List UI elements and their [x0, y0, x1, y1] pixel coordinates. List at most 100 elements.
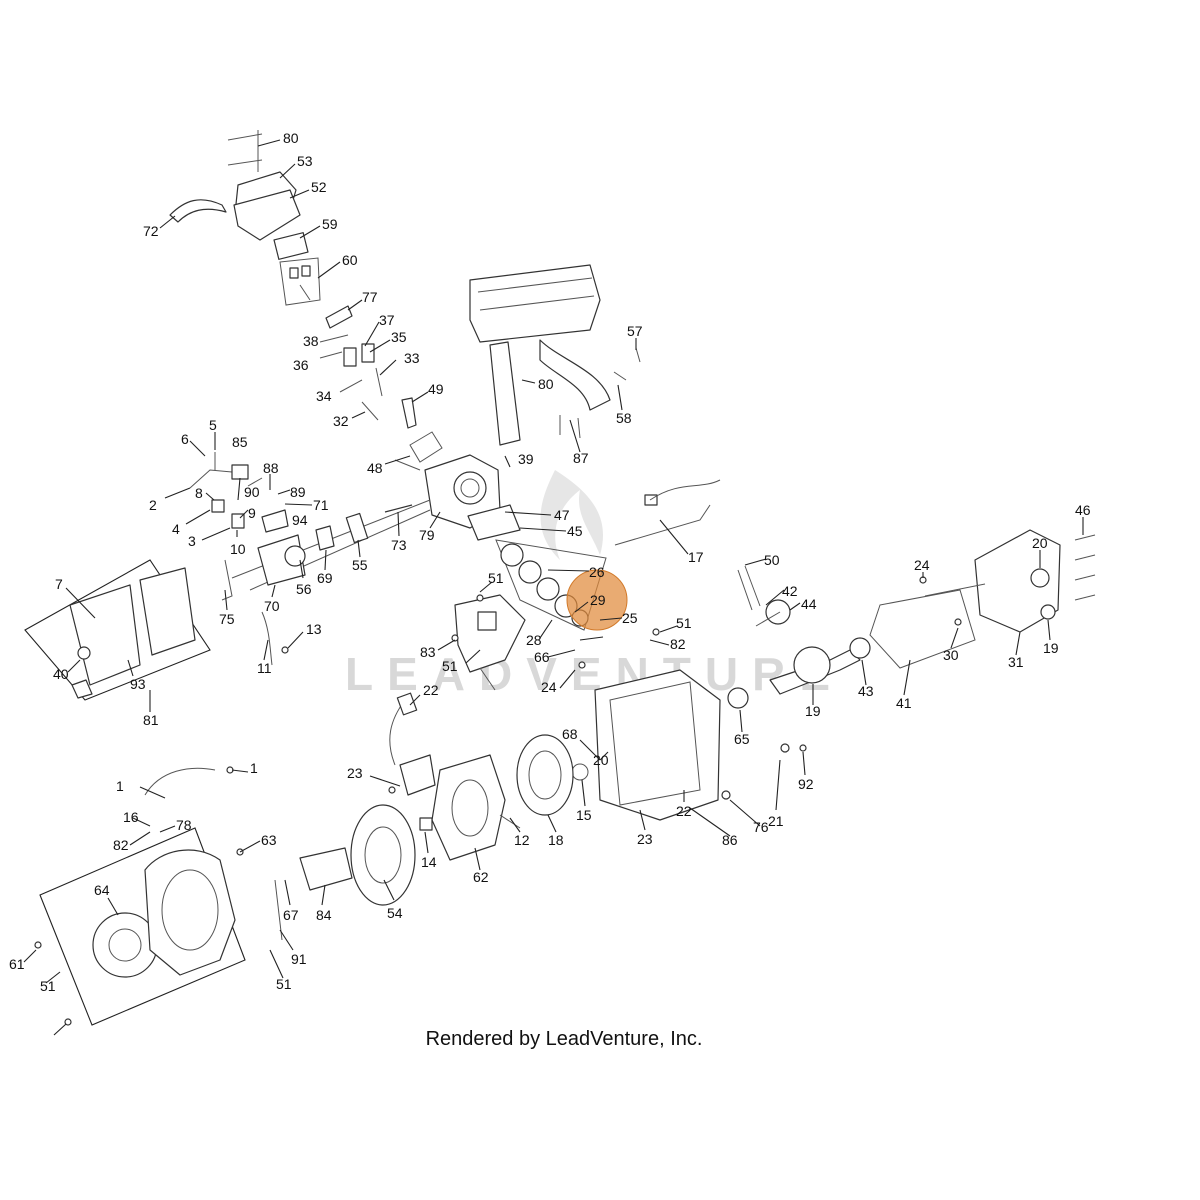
callout-label: 78	[176, 817, 192, 833]
callout-label: 44	[801, 596, 817, 612]
callout-label: 22	[423, 682, 439, 698]
callout-label: 65	[734, 731, 750, 747]
callout-label: 14	[421, 854, 437, 870]
callout-label: 56	[296, 581, 312, 597]
callout-label: 88	[263, 460, 279, 476]
callout-label: 19	[1043, 640, 1059, 656]
callout-label: 89	[290, 484, 306, 500]
callout-label: 13	[306, 621, 322, 637]
callout-label: 80	[283, 130, 299, 146]
callout-label: 19	[805, 703, 821, 719]
callout-label: 53	[297, 153, 313, 169]
callout-label: 68	[562, 726, 578, 742]
callout-label: 73	[391, 537, 407, 553]
callout-label: 49	[428, 381, 444, 397]
callout-label: 32	[333, 413, 349, 429]
valve-train-group	[319, 334, 417, 429]
watermark: LEADVENTURE	[345, 470, 844, 700]
callout-label: 7	[55, 576, 63, 592]
callout-label: 51	[442, 658, 458, 674]
callout-label: 48	[367, 460, 383, 476]
callout-label: 23	[347, 765, 363, 781]
callout-label: 28	[526, 632, 542, 648]
callout-label: 82	[113, 837, 129, 853]
callout-label: 24	[541, 679, 557, 695]
callout-label: 82	[670, 636, 686, 652]
callout-label: 45	[567, 523, 583, 539]
callout-label: 1	[116, 778, 124, 794]
ignition-coil-group	[389, 692, 436, 796]
callout-label: 29	[590, 592, 606, 608]
highlight-marker	[566, 569, 628, 631]
callout-label: 18	[548, 832, 564, 848]
watermark-text: LEADVENTURE	[345, 648, 844, 700]
callout-label: 15	[576, 807, 592, 823]
callout-label: 8	[195, 485, 203, 501]
callout-label: 9	[248, 505, 256, 521]
callout-label: 51	[676, 615, 692, 631]
callout-label: 26	[589, 564, 605, 580]
callout-label: 37	[379, 312, 395, 328]
callout-label: 20	[1032, 535, 1048, 551]
footer-credit: Rendered by LeadVenture, Inc.	[425, 1028, 703, 1050]
callout-label: 21	[768, 813, 784, 829]
callout-label: 86	[722, 832, 738, 848]
callout-label: 72	[143, 223, 159, 239]
callout-label: 4	[172, 521, 180, 537]
callout-label: 92	[798, 776, 814, 792]
recoil-starter-group	[39, 767, 283, 1026]
alternator-group	[431, 734, 574, 861]
callout-label: 51	[40, 978, 56, 994]
callout-label: 64	[94, 882, 110, 898]
callout-label: 33	[404, 350, 420, 366]
callout-label: 54	[387, 905, 403, 921]
hardware-dots	[34, 576, 962, 1026]
callout-label: 70	[264, 598, 280, 614]
valve-cover-group	[169, 130, 353, 329]
callout-label: 25	[622, 610, 638, 626]
callout-label: 38	[303, 333, 319, 349]
callout-label: 52	[311, 179, 327, 195]
callout-label: 55	[352, 557, 368, 573]
wire-harness-group	[614, 479, 721, 546]
callout-label: 20	[593, 752, 609, 768]
crankshaft-group	[737, 565, 871, 695]
crankcase-group	[571, 669, 749, 821]
callout-label: 1	[250, 760, 258, 776]
callout-label: 35	[391, 329, 407, 345]
callout-label: 34	[316, 388, 332, 404]
callout-label: 71	[313, 497, 329, 513]
callout-label: 6	[181, 431, 189, 447]
callout-label: 58	[616, 410, 632, 426]
callout-label: 83	[420, 644, 436, 660]
callout-label: 10	[230, 541, 246, 557]
callout-label: 50	[764, 552, 780, 568]
side-cover-group	[869, 529, 1096, 669]
callout-label: 31	[1008, 654, 1024, 670]
muffler-group	[469, 264, 641, 446]
callout-label: 91	[291, 951, 307, 967]
callout-label: 17	[688, 549, 704, 565]
callout-label: 24	[914, 557, 930, 573]
callout-label: 2	[149, 497, 157, 513]
callout-label: 39	[518, 451, 534, 467]
callout-label: 93	[130, 676, 146, 692]
callout-label: 67	[283, 907, 299, 923]
callout-label: 75	[219, 611, 235, 627]
callout-label: 61	[9, 956, 25, 972]
callout-label: 16	[123, 809, 139, 825]
callout-label: 76	[753, 819, 769, 835]
callout-label: 40	[53, 666, 69, 682]
callout-label: 63	[261, 832, 277, 848]
callout-label: 66	[534, 649, 550, 665]
callout-label: 94	[292, 512, 308, 528]
callout-label: 57	[627, 323, 643, 339]
callout-label: 51	[488, 570, 504, 586]
callout-label: 60	[342, 252, 358, 268]
blower-housing-group	[454, 594, 526, 691]
callout-label: 30	[943, 647, 959, 663]
callout-label: 42	[782, 583, 798, 599]
callout-label: 22	[676, 803, 692, 819]
callout-label: 47	[554, 507, 570, 523]
